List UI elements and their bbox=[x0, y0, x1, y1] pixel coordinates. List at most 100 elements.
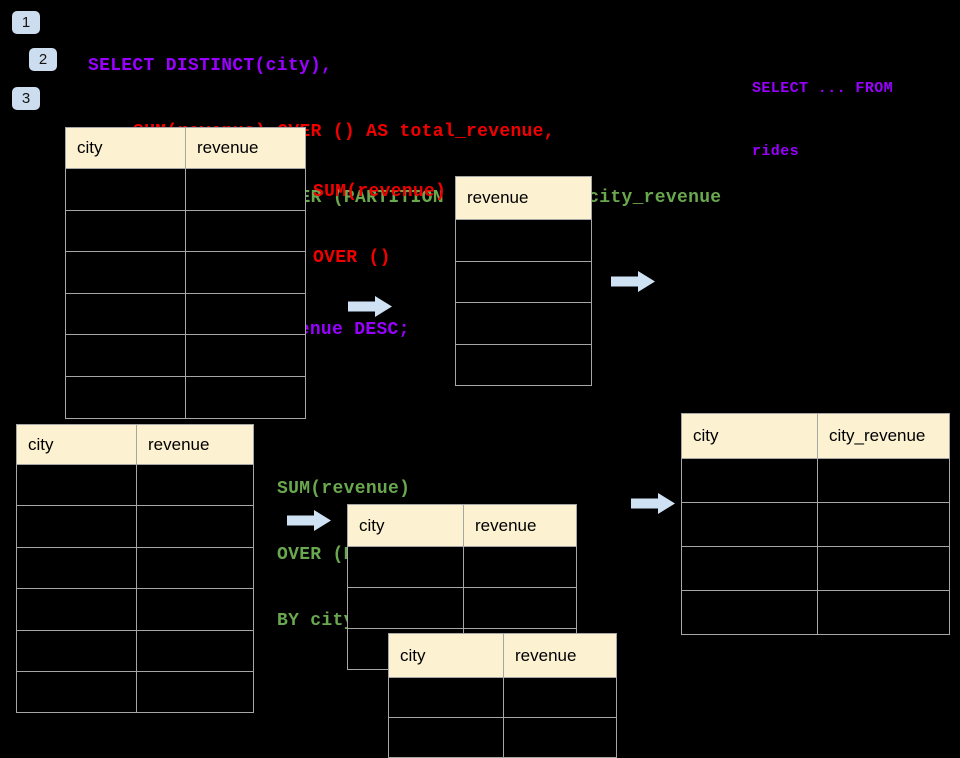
column-header-city: city bbox=[66, 128, 186, 168]
table-row bbox=[682, 458, 949, 502]
table-cell bbox=[389, 678, 504, 717]
sql-line-select: SELECT DISTINCT(city), bbox=[88, 56, 333, 76]
table-row bbox=[17, 588, 253, 630]
table-cell bbox=[818, 459, 949, 502]
table-header-row: city revenue bbox=[17, 425, 253, 464]
table-cell bbox=[186, 252, 305, 293]
step-badge-1: 1 bbox=[12, 11, 40, 34]
table-body bbox=[389, 677, 616, 757]
step-badge-2: 2 bbox=[29, 48, 57, 71]
column-header-revenue: revenue bbox=[148, 434, 210, 454]
annotation-line: OVER () bbox=[313, 248, 391, 268]
table-header-row: revenue bbox=[456, 177, 591, 219]
table-row bbox=[348, 587, 576, 628]
column-header-city: city bbox=[682, 414, 818, 458]
table-cell bbox=[682, 591, 818, 634]
table-cell bbox=[66, 376, 186, 418]
side-note-code: SELECT ... FROM rides bbox=[752, 36, 893, 183]
table-cell bbox=[137, 672, 253, 712]
table-row bbox=[17, 505, 253, 547]
table-row bbox=[66, 251, 305, 293]
table-row bbox=[17, 464, 253, 506]
table-cell bbox=[186, 169, 305, 210]
table-cell bbox=[682, 503, 818, 546]
table-cell bbox=[464, 547, 576, 587]
right-arrow-icon bbox=[611, 271, 655, 292]
table-row bbox=[17, 670, 253, 713]
table-cell bbox=[137, 589, 253, 629]
table-row bbox=[456, 219, 591, 261]
table-cell bbox=[818, 591, 949, 634]
table-row bbox=[348, 546, 576, 587]
right-arrow-icon bbox=[348, 296, 392, 317]
table-cell bbox=[66, 335, 186, 376]
right-arrow-icon bbox=[631, 493, 675, 514]
table-cell bbox=[348, 588, 464, 628]
table-cell bbox=[186, 294, 305, 335]
table-row bbox=[456, 343, 591, 386]
table-cell bbox=[17, 506, 137, 547]
table-cell bbox=[682, 459, 818, 502]
table-cell bbox=[66, 252, 186, 293]
table-header-row: city city_revenue bbox=[682, 414, 949, 458]
table-cell bbox=[456, 262, 591, 303]
table-row bbox=[17, 546, 253, 589]
table-row bbox=[456, 260, 591, 303]
table-row bbox=[456, 302, 591, 344]
column-header-revenue: revenue bbox=[515, 645, 577, 665]
table-row bbox=[682, 590, 949, 634]
table-row bbox=[389, 717, 616, 757]
table-cell bbox=[17, 630, 137, 671]
table-header-row: city revenue bbox=[389, 634, 616, 677]
table-body bbox=[66, 168, 305, 418]
column-header-city: city bbox=[17, 425, 137, 464]
table-cell bbox=[818, 503, 949, 546]
table-body bbox=[682, 458, 949, 634]
column-header-revenue: revenue bbox=[475, 515, 537, 535]
table-cell bbox=[456, 303, 591, 344]
table-cell bbox=[137, 548, 253, 588]
table-cell bbox=[456, 345, 591, 386]
column-header-city: city bbox=[348, 505, 464, 546]
table-cell bbox=[186, 211, 305, 252]
table-row bbox=[682, 546, 949, 590]
table-cell bbox=[186, 335, 305, 376]
table-cell bbox=[17, 465, 137, 506]
table-cell bbox=[137, 506, 253, 546]
table-cell bbox=[66, 210, 186, 252]
column-header-city: city bbox=[389, 634, 504, 677]
table-cell bbox=[66, 293, 186, 335]
table-partition-city-overlap: city revenue bbox=[388, 633, 617, 758]
table-row bbox=[17, 629, 253, 671]
table-cell bbox=[137, 465, 253, 505]
table-result-city-revenue: city city_revenue bbox=[681, 413, 950, 635]
right-arrow-icon bbox=[287, 510, 331, 531]
table-cell bbox=[389, 718, 504, 757]
table-row bbox=[66, 209, 305, 252]
table-header-row: city revenue bbox=[66, 128, 305, 168]
table-body bbox=[17, 464, 253, 713]
table-row bbox=[66, 375, 305, 418]
table-cell bbox=[504, 678, 616, 717]
table-source-top: city revenue bbox=[65, 127, 306, 419]
table-cell bbox=[186, 377, 305, 418]
annotation-total-revenue: SUM(revenue) OVER () bbox=[313, 137, 446, 291]
table-body bbox=[456, 219, 591, 385]
table-row bbox=[66, 168, 305, 210]
table-cell bbox=[464, 588, 576, 628]
table-row bbox=[66, 334, 305, 376]
table-cell bbox=[17, 589, 137, 630]
table-cell bbox=[818, 547, 949, 590]
column-header-revenue: revenue bbox=[197, 138, 259, 157]
table-cell bbox=[66, 169, 186, 210]
table-total-revenue: revenue bbox=[455, 176, 592, 386]
side-note-line: rides bbox=[752, 143, 800, 160]
step-badge-3: 3 bbox=[12, 87, 40, 110]
table-row bbox=[682, 502, 949, 546]
column-header-city-revenue: city_revenue bbox=[829, 426, 926, 445]
table-cell bbox=[456, 220, 591, 261]
table-header-row: city revenue bbox=[348, 505, 576, 546]
annotation-line: SUM(revenue) bbox=[313, 182, 447, 202]
column-header-revenue: revenue bbox=[467, 188, 529, 207]
table-row bbox=[389, 677, 616, 717]
